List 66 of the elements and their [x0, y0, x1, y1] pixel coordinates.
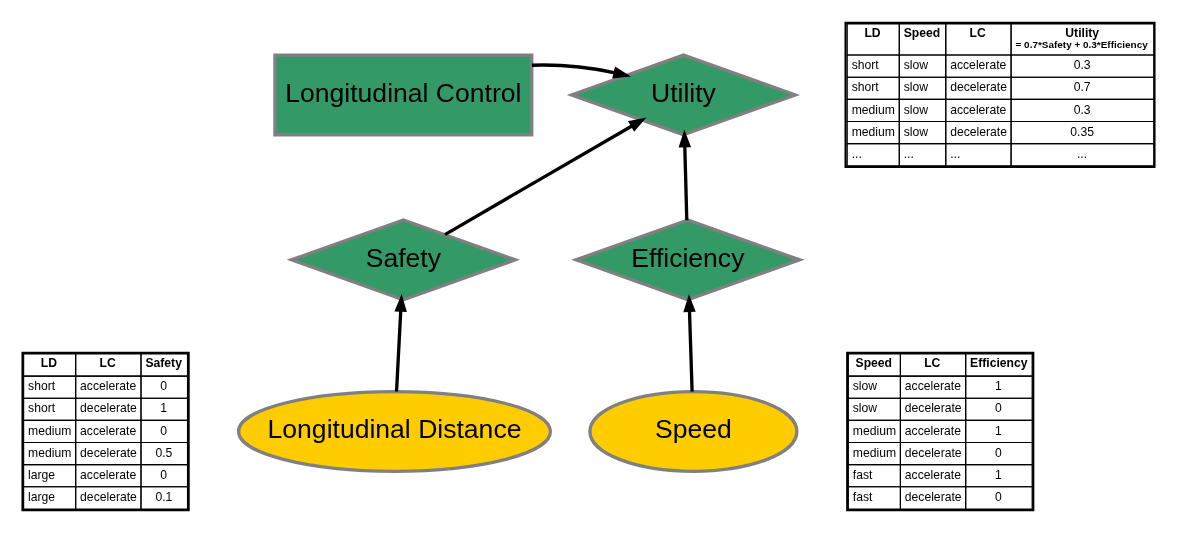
label: Utility	[1065, 26, 1100, 41]
label: short	[28, 379, 56, 394]
label: decelerate	[904, 489, 962, 504]
label: 0.5	[155, 445, 173, 460]
label: fast	[852, 467, 873, 482]
label: LD	[40, 356, 58, 371]
label: 0	[160, 379, 168, 394]
label: 0	[160, 423, 168, 438]
label: 0.1	[155, 489, 173, 504]
label: slow	[903, 80, 929, 95]
label: fast	[852, 489, 873, 504]
label: 1	[995, 467, 1002, 482]
label: accelerate	[904, 379, 961, 394]
label: medium	[851, 124, 895, 139]
label: accelerate	[904, 467, 961, 482]
label: decelerate	[80, 445, 137, 460]
label: LC	[969, 26, 986, 41]
label: accelerate	[950, 102, 1007, 117]
label: short	[28, 401, 56, 416]
label: medium	[852, 423, 897, 438]
label: LC	[99, 356, 116, 371]
label: accelerate	[904, 423, 961, 438]
label: 1	[995, 423, 1002, 438]
label: slow	[903, 124, 929, 139]
label: accelerate	[80, 423, 137, 438]
label: decelerate	[80, 489, 137, 504]
label: short	[851, 58, 879, 73]
label: accelerate	[80, 379, 137, 394]
label: slow	[903, 102, 929, 117]
label: LC	[924, 356, 941, 371]
label: LD	[864, 26, 881, 41]
label: Efficiency	[970, 356, 1028, 371]
label: 0.7	[1073, 80, 1091, 95]
label: decelerate	[904, 445, 962, 460]
label: slow	[903, 58, 929, 73]
label: medium	[852, 445, 897, 460]
label: 0	[995, 401, 1002, 416]
label: 0.3	[1073, 58, 1091, 73]
label: ...	[1076, 146, 1088, 161]
label: ...	[851, 146, 862, 161]
label: accelerate	[80, 467, 137, 482]
label: slow	[852, 401, 878, 416]
label: decelerate	[904, 401, 962, 416]
label: 0	[995, 489, 1002, 504]
label: 1	[160, 401, 168, 416]
label: ...	[903, 146, 914, 161]
label: medium	[851, 102, 895, 117]
label: medium	[28, 423, 72, 438]
label: slow	[852, 379, 878, 394]
label: 0	[995, 445, 1002, 460]
label: short	[851, 80, 879, 95]
label: 0	[160, 467, 168, 482]
label: decelerate	[950, 80, 1007, 95]
label: medium	[28, 445, 72, 460]
label: decelerate	[80, 401, 137, 416]
label: Safety	[145, 356, 182, 371]
label: 0.3	[1073, 102, 1091, 117]
label: Speed	[855, 356, 893, 371]
label: decelerate	[950, 124, 1007, 139]
label: large	[28, 467, 56, 482]
label: 1	[995, 379, 1002, 394]
label: large	[28, 489, 56, 504]
label: accelerate	[950, 58, 1007, 73]
label: Speed	[903, 26, 941, 41]
label: 0.35	[1070, 124, 1094, 139]
label: ...	[950, 146, 961, 161]
